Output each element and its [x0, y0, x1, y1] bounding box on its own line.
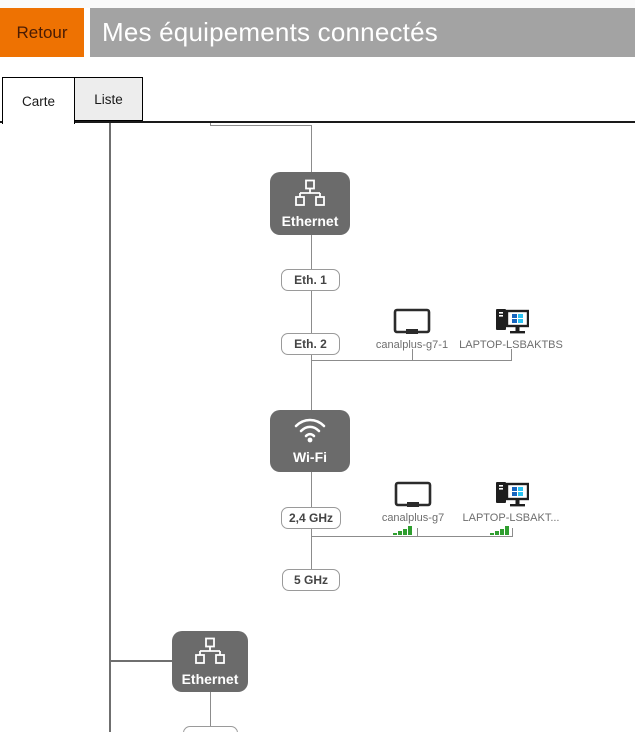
connector-24ghz-stub-1: [417, 528, 418, 536]
port-5ghz: 5 GHz: [282, 569, 340, 591]
top-strip: [0, 0, 635, 8]
connector-eth2-horizontal: [311, 360, 512, 361]
tab-baseline: [0, 121, 635, 123]
connector-to-ethernet: [311, 125, 312, 172]
desktop-icon: [496, 482, 529, 507]
connector-top-horizontal: [210, 125, 312, 126]
node-label: Ethernet: [181, 670, 239, 687]
connector-stub-top: [210, 122, 211, 126]
lan-icon: [195, 637, 225, 664]
signal-bars-laptop: [490, 526, 509, 535]
connector-24ghz-horizontal: [311, 536, 513, 537]
node-ethernet-1[interactable]: Ethernet: [270, 172, 350, 235]
device-canalplus-g7-1[interactable]: canalplus-g7-1: [372, 308, 452, 351]
monitor-icon: [394, 481, 432, 507]
connector-eth2-stub-1: [412, 349, 413, 360]
signal-bars-canalplus-g7: [393, 526, 412, 535]
device-canalplus-g7[interactable]: canalplus-g7: [373, 481, 453, 524]
back-button[interactable]: Retour: [0, 8, 84, 57]
connector-eth2-stub-2: [511, 349, 512, 360]
tab-carte[interactable]: Carte: [2, 77, 75, 124]
port-24ghz: 2,4 GHz: [281, 507, 341, 529]
lan-icon: [295, 179, 325, 206]
wifi-icon: [294, 418, 326, 443]
connector-center-vertical: [311, 235, 312, 570]
node-label: Ethernet: [281, 212, 339, 229]
connector-bottom-vertical: [210, 692, 211, 726]
page-title: Mes équipements connectés: [102, 17, 438, 47]
port-partial-bottom: [183, 726, 238, 732]
desktop-icon: [496, 309, 529, 334]
connector-24ghz-stub-2: [512, 528, 513, 536]
page-header: Mes équipements connectés: [90, 8, 635, 57]
device-name: LAPTOP-LSBAKTBS: [459, 339, 563, 351]
node-label: Wi-Fi: [292, 449, 328, 465]
device-laptop-lsbakt[interactable]: LAPTOP-LSBAKT...: [456, 479, 566, 524]
tab-liste[interactable]: Liste: [74, 77, 143, 121]
port-eth1: Eth. 1: [281, 269, 340, 291]
monitor-icon: [393, 308, 431, 334]
device-name: canalplus-g7: [381, 512, 445, 524]
node-ethernet-2[interactable]: Ethernet: [172, 631, 248, 692]
port-eth2: Eth. 2: [281, 333, 340, 355]
tree-trunk-left: [109, 122, 111, 732]
connector-bottom-branch: [109, 660, 172, 662]
node-wifi[interactable]: Wi-Fi: [270, 410, 350, 472]
device-name: canalplus-g7-1: [375, 339, 449, 351]
device-name: LAPTOP-LSBAKT...: [462, 512, 560, 524]
device-laptop-lsbaktbs[interactable]: LAPTOP-LSBAKTBS: [456, 306, 566, 351]
